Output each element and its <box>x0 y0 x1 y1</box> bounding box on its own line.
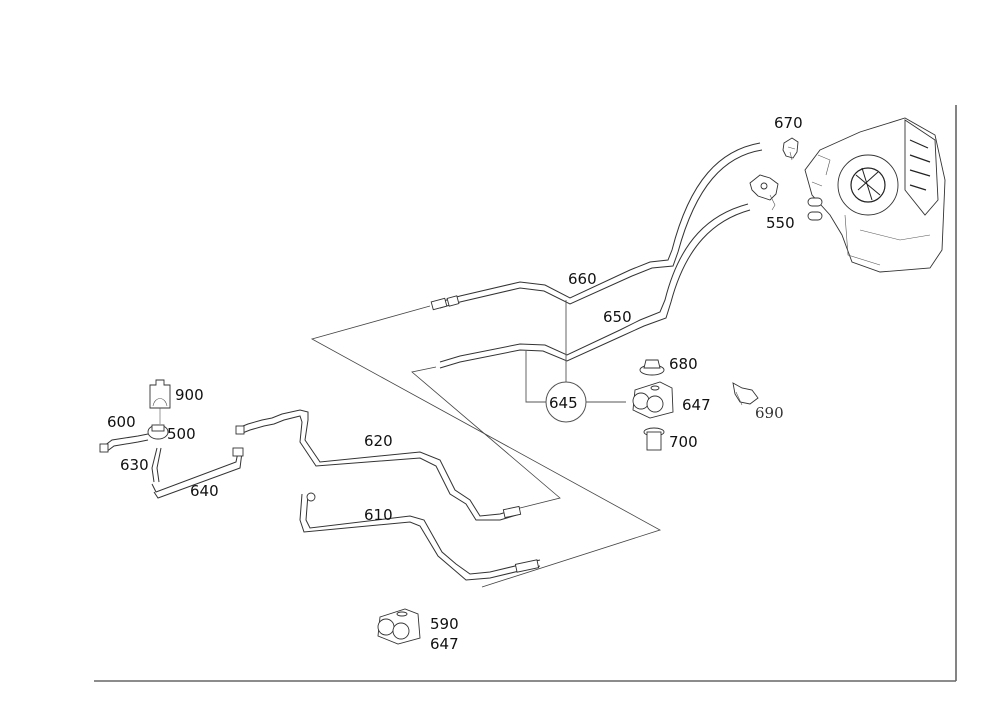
hose-640[interactable] <box>151 447 244 499</box>
assembly-frame-inner <box>411 366 561 509</box>
callout-620: 620 <box>364 432 393 450</box>
leader-645 <box>525 300 626 423</box>
callout-680: 680 <box>669 355 698 373</box>
callout-500: 500 <box>167 425 196 443</box>
callout-590: 590 <box>430 615 459 633</box>
callout-647: 647 <box>682 396 711 414</box>
callout-645: 645 <box>549 394 578 412</box>
part-670-clip[interactable] <box>782 137 799 161</box>
hose-600[interactable] <box>99 433 149 453</box>
part-690-clip[interactable] <box>732 382 759 406</box>
callout-610: 610 <box>364 506 393 524</box>
hose-650[interactable] <box>439 203 751 369</box>
callout-650: 650 <box>603 308 632 326</box>
part-680-nut[interactable] <box>639 359 665 376</box>
callout-690: 690 <box>755 404 784 422</box>
heater-unit[interactable] <box>804 117 946 273</box>
callout-600: 600 <box>107 413 136 431</box>
callout-660: 660 <box>568 270 597 288</box>
part-647-clamp[interactable] <box>632 381 674 419</box>
callout-700: 700 <box>669 433 698 451</box>
callout-630: 630 <box>120 456 149 474</box>
part-900-cap[interactable] <box>149 379 171 424</box>
callout-670: 670 <box>774 114 803 132</box>
callout-640: 640 <box>190 482 219 500</box>
callout-647-lower: 647 <box>430 635 459 653</box>
part-550-valve[interactable] <box>749 174 779 211</box>
part-590-clamp[interactable] <box>377 608 421 645</box>
part-700-grommet[interactable] <box>643 427 665 451</box>
callout-550: 550 <box>766 214 795 232</box>
callout-900: 900 <box>175 386 204 404</box>
hose-630[interactable] <box>151 447 162 483</box>
pipe-610[interactable] <box>299 492 541 581</box>
pipe-620[interactable] <box>235 409 522 521</box>
part-500-pump[interactable] <box>147 424 169 440</box>
